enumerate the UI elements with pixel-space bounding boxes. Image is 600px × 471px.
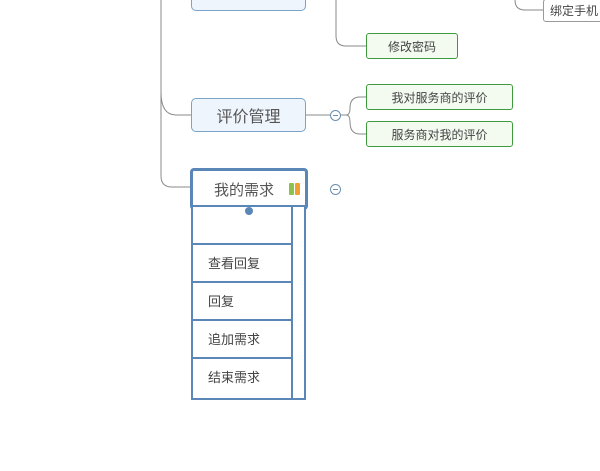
context-menu-item-label: 回复 [208, 294, 235, 310]
context-menu-item-label: 结束需求 [208, 370, 261, 386]
topic-node-cut[interactable] [191, 0, 306, 11]
context-menu-divider [291, 207, 293, 398]
priority-flag-icon [289, 183, 294, 195]
context-menu-item-reply[interactable]: 回复 [193, 281, 291, 317]
leaf-bind-phone-label: 绑定手机 [550, 4, 599, 18]
leaf-bind-phone[interactable]: 绑定手机 [543, 0, 600, 22]
priority-flag-icon-secondary [295, 183, 300, 195]
branch-review-child-1 [341, 96, 366, 116]
branch-review-child-2 [341, 114, 366, 135]
leaf-change-password[interactable]: 修改密码 [366, 33, 458, 59]
leaf-my-review-of-provider[interactable]: 我对服务商的评价 [366, 84, 513, 110]
context-menu-item-end-demand[interactable]: 结束需求 [193, 357, 291, 393]
branch-change-password [335, 0, 366, 47]
context-menu-item-label: 追加需求 [208, 332, 261, 348]
context-menu-item-add-demand[interactable]: 追加需求 [193, 319, 291, 355]
topic-my-demands-label: 我的需求 [214, 180, 275, 199]
menu-handle-icon[interactable] [245, 207, 253, 215]
leaf-change-password-label: 修改密码 [387, 39, 436, 54]
collapse-minus-icon-my-demands[interactable] [330, 184, 341, 195]
context-menu-item-view-reply[interactable]: 查看回复 [193, 243, 291, 279]
topic-my-demands[interactable]: 我的需求 [190, 168, 308, 210]
topic-review-management[interactable]: 评价管理 [191, 98, 306, 132]
topic-review-management-label: 评价管理 [216, 107, 281, 126]
leaf-provider-review-of-me[interactable]: 服务商对我的评价 [366, 121, 513, 147]
context-menu-item-label: 查看回复 [208, 256, 261, 272]
leaf-provider-review-of-me-label: 服务商对我的评价 [391, 127, 488, 142]
context-menu: 查看回复 回复 追加需求 结束需求 [191, 205, 306, 400]
collapse-minus-icon[interactable] [330, 110, 341, 121]
leaf-my-review-of-provider-label: 我对服务商的评价 [391, 90, 488, 105]
branch-review-management [160, 91, 191, 116]
branch-bind-phone [514, 0, 543, 11]
branch-trunk [160, 0, 191, 188]
